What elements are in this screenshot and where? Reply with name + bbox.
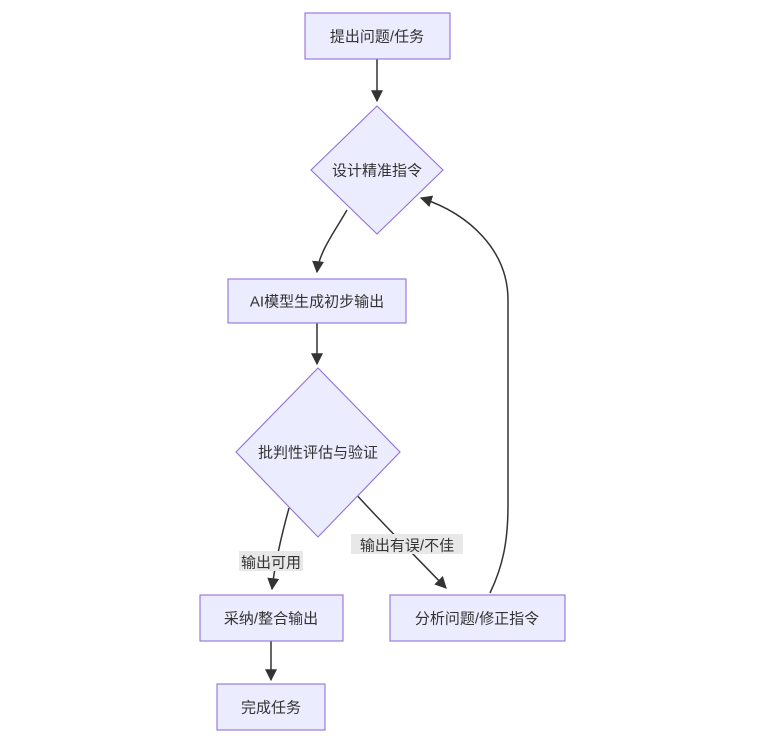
node-diamond bbox=[310, 105, 444, 235]
edge-design-to-generate bbox=[312, 209, 348, 274]
node-rect bbox=[199, 594, 344, 642]
node-design-instructions: 设计精准指令 bbox=[310, 105, 444, 235]
node-rect bbox=[227, 278, 407, 324]
node-label: 完成任务 bbox=[241, 699, 301, 716]
edge-evaluate-to-adopt bbox=[267, 507, 290, 591]
node-rect bbox=[304, 12, 451, 60]
edge-label-background bbox=[351, 534, 463, 554]
node-adopt-integrate: 采纳/整合输出 bbox=[199, 594, 344, 642]
edge-label-text: 输出有误/不佳 bbox=[360, 537, 454, 554]
node-label: AI模型生成初步输出 bbox=[250, 293, 384, 310]
edge-label-background bbox=[239, 551, 303, 571]
node-label: 批判性评估与验证 bbox=[258, 444, 378, 461]
edge-analyze-to-design-feedback bbox=[419, 195, 509, 594]
edge-label-output-wrong: 输出有误/不佳 bbox=[351, 534, 463, 554]
node-complete-task: 完成任务 bbox=[216, 683, 326, 731]
node-ai-generate-output: AI模型生成初步输出 bbox=[227, 278, 407, 324]
node-label: 采纳/整合输出 bbox=[224, 610, 318, 627]
node-label: 提出问题/任务 bbox=[330, 28, 424, 45]
edge-label-text: 输出可用 bbox=[241, 554, 301, 571]
node-label: 设计精准指令 bbox=[332, 162, 422, 179]
node-analyze-fix: 分析问题/修正指令 bbox=[389, 594, 566, 642]
node-raise-question: 提出问题/任务 bbox=[304, 12, 451, 60]
node-label: 分析问题/修正指令 bbox=[415, 610, 539, 627]
node-critical-evaluation: 批判性评估与验证 bbox=[235, 367, 401, 538]
node-diamond bbox=[235, 367, 401, 538]
edge-label-output-usable: 输出可用 bbox=[239, 551, 303, 571]
node-rect bbox=[216, 683, 326, 731]
node-rect bbox=[389, 594, 566, 642]
